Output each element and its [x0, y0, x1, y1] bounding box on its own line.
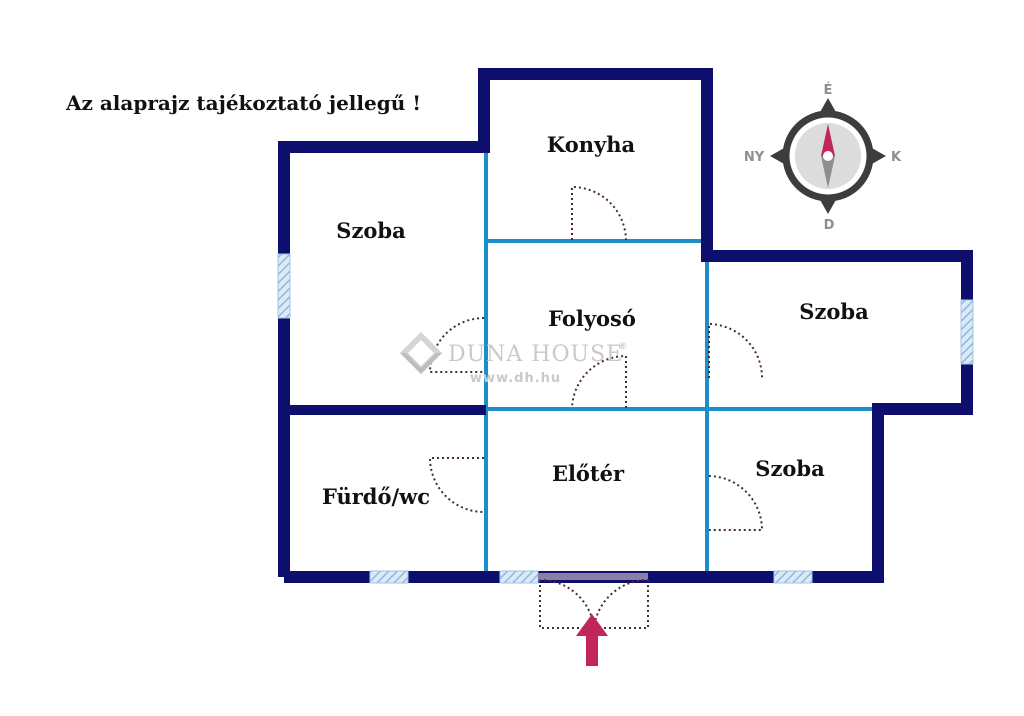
room-label-eloter: Előtér: [552, 461, 625, 486]
window-icon: [369, 570, 409, 584]
watermark-url: www.dh.hu: [470, 371, 561, 386]
door-swing-icon: [539, 578, 596, 629]
room-label-furdo-wc: Fürdő/wc: [322, 484, 430, 509]
room-label-konyha: Konyha: [547, 132, 636, 157]
door-swing-icon: [592, 578, 649, 629]
room-label-folyoso: Folyosó: [548, 306, 636, 331]
door-swing-icon: [708, 322, 763, 379]
entrance-arrow-icon: [576, 614, 608, 666]
room-label-szoba-right-upper: Szoba: [799, 299, 869, 324]
door-swing-icon: [571, 185, 627, 241]
door-swing-icon: [428, 317, 485, 373]
watermark-registered: ®: [618, 342, 628, 352]
compass-south: D: [824, 218, 835, 233]
window-icon: [277, 253, 291, 319]
outer-wall: [278, 68, 973, 583]
compass-north: É: [824, 82, 833, 98]
watermark: DUNA HOUSE ® www.dh.hu: [400, 332, 628, 386]
entrance-opening: [538, 573, 648, 580]
compass-west: NY: [744, 150, 765, 165]
compass-east: K: [891, 150, 902, 165]
door-swing-icon: [708, 475, 764, 531]
door-swing-icon: [428, 457, 485, 513]
door-swing-icon: [571, 354, 627, 409]
duna-house-logo-icon: [400, 332, 442, 374]
watermark-brand: DUNA HOUSE: [448, 342, 623, 367]
outer-walls: [278, 68, 973, 583]
window-icon: [499, 570, 539, 584]
windows: [277, 253, 974, 584]
window-icon: [960, 299, 974, 365]
inner-walls: [484, 150, 878, 572]
compass-icon: É D K NY: [744, 82, 902, 233]
room-label-szoba-right-lower: Szoba: [755, 456, 825, 481]
window-icon: [773, 570, 813, 584]
disclaimer-note: Az alaprajz tajékoztató jellegű !: [65, 91, 421, 115]
room-label-szoba-left: Szoba: [336, 218, 406, 243]
